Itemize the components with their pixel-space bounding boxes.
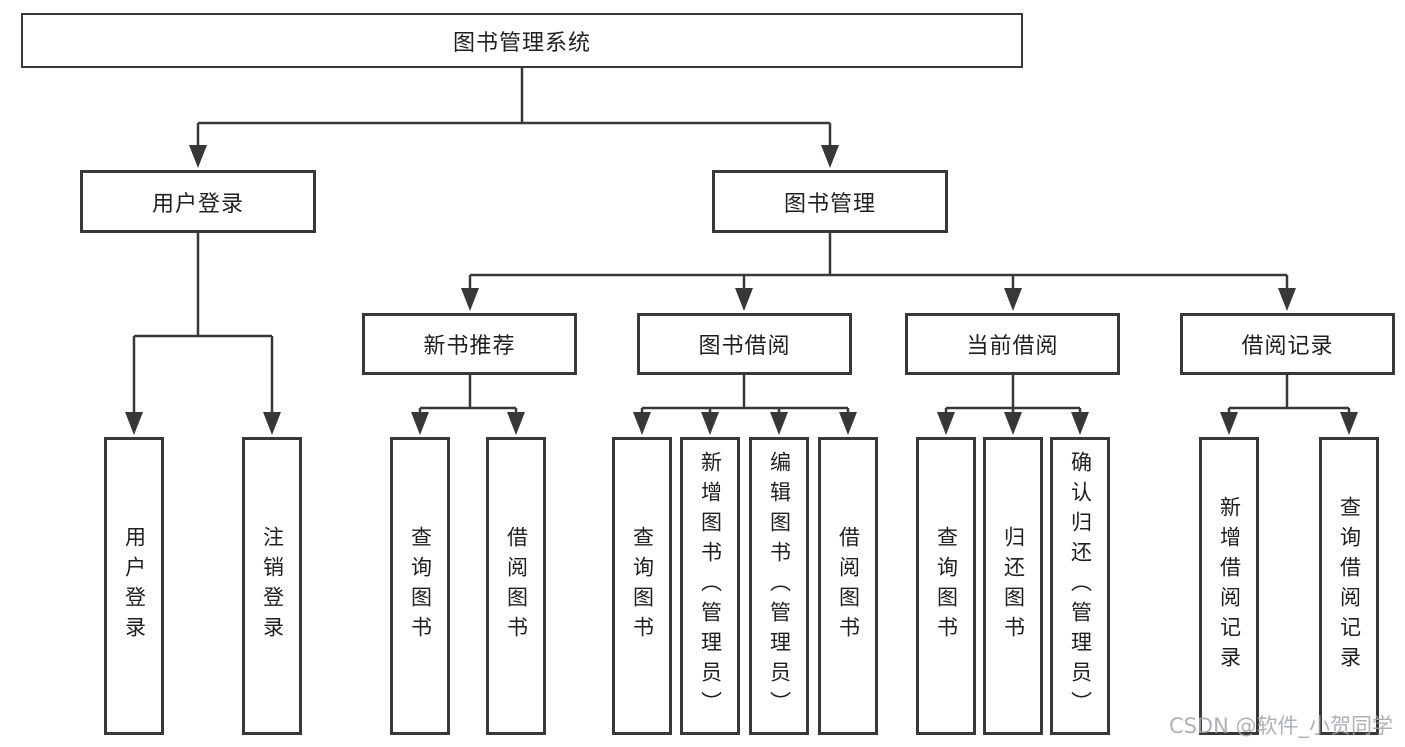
leaf-borrow-books-borrowing: 借阅图书 xyxy=(818,437,878,735)
node-book-borrowing: 图书借阅 xyxy=(637,313,852,375)
leaf-query-borrow-record: 查询借阅记录 xyxy=(1319,437,1379,735)
leaf-logout: 注销登录 xyxy=(242,437,302,735)
leaf-label: 编辑图书（管理员） xyxy=(767,451,792,721)
leaf-label: 查询图书 xyxy=(934,526,959,646)
node-book-management: 图书管理 xyxy=(712,170,948,233)
leaf-label: 确认归还（管理员） xyxy=(1068,451,1093,721)
leaf-add-book-admin: 新增图书（管理员） xyxy=(680,437,740,735)
leaf-label: 新增借阅记录 xyxy=(1217,496,1242,676)
leaf-confirm-return-admin: 确认归还（管理员） xyxy=(1050,437,1110,735)
node-borrowing-records: 借阅记录 xyxy=(1180,313,1395,375)
node-user-login: 用户登录 xyxy=(80,170,316,233)
leaf-label: 查询图书 xyxy=(408,526,433,646)
leaf-label: 注销登录 xyxy=(260,526,285,646)
leaf-query-books-recommend: 查询图书 xyxy=(390,437,450,735)
node-label: 当前借阅 xyxy=(966,334,1059,359)
leaf-borrow-books-recommend: 借阅图书 xyxy=(486,437,546,735)
node-library-management-system: 图书管理系统 xyxy=(21,13,1023,68)
leaf-label: 归还图书 xyxy=(1001,526,1026,646)
leaf-label: 用户登录 xyxy=(122,526,147,646)
leaf-label: 新增图书（管理员） xyxy=(698,451,723,721)
node-label: 图书管理系统 xyxy=(452,30,591,56)
node-label: 图书借阅 xyxy=(698,334,791,359)
leaf-query-books-borrowing: 查询图书 xyxy=(612,437,672,735)
node-label: 图书管理 xyxy=(783,191,876,217)
node-label: 用户登录 xyxy=(151,191,244,217)
node-current-borrowing: 当前借阅 xyxy=(905,313,1120,375)
leaf-add-borrow-record: 新增借阅记录 xyxy=(1199,437,1259,735)
leaf-edit-book-admin: 编辑图书（管理员） xyxy=(749,437,809,735)
leaf-label: 借阅图书 xyxy=(836,526,861,646)
leaf-user-login: 用户登录 xyxy=(104,437,164,735)
leaf-return-book: 归还图书 xyxy=(983,437,1043,735)
csdn-watermark: CSDN @软件_小贺同学 xyxy=(1168,714,1393,738)
leaf-label: 查询借阅记录 xyxy=(1337,496,1362,676)
leaf-label: 借阅图书 xyxy=(504,526,529,646)
node-label: 借阅记录 xyxy=(1241,334,1334,359)
leaf-query-books-current: 查询图书 xyxy=(916,437,976,735)
node-new-book-recommend: 新书推荐 xyxy=(362,313,577,375)
leaf-label: 查询图书 xyxy=(630,526,655,646)
node-label: 新书推荐 xyxy=(423,334,516,359)
